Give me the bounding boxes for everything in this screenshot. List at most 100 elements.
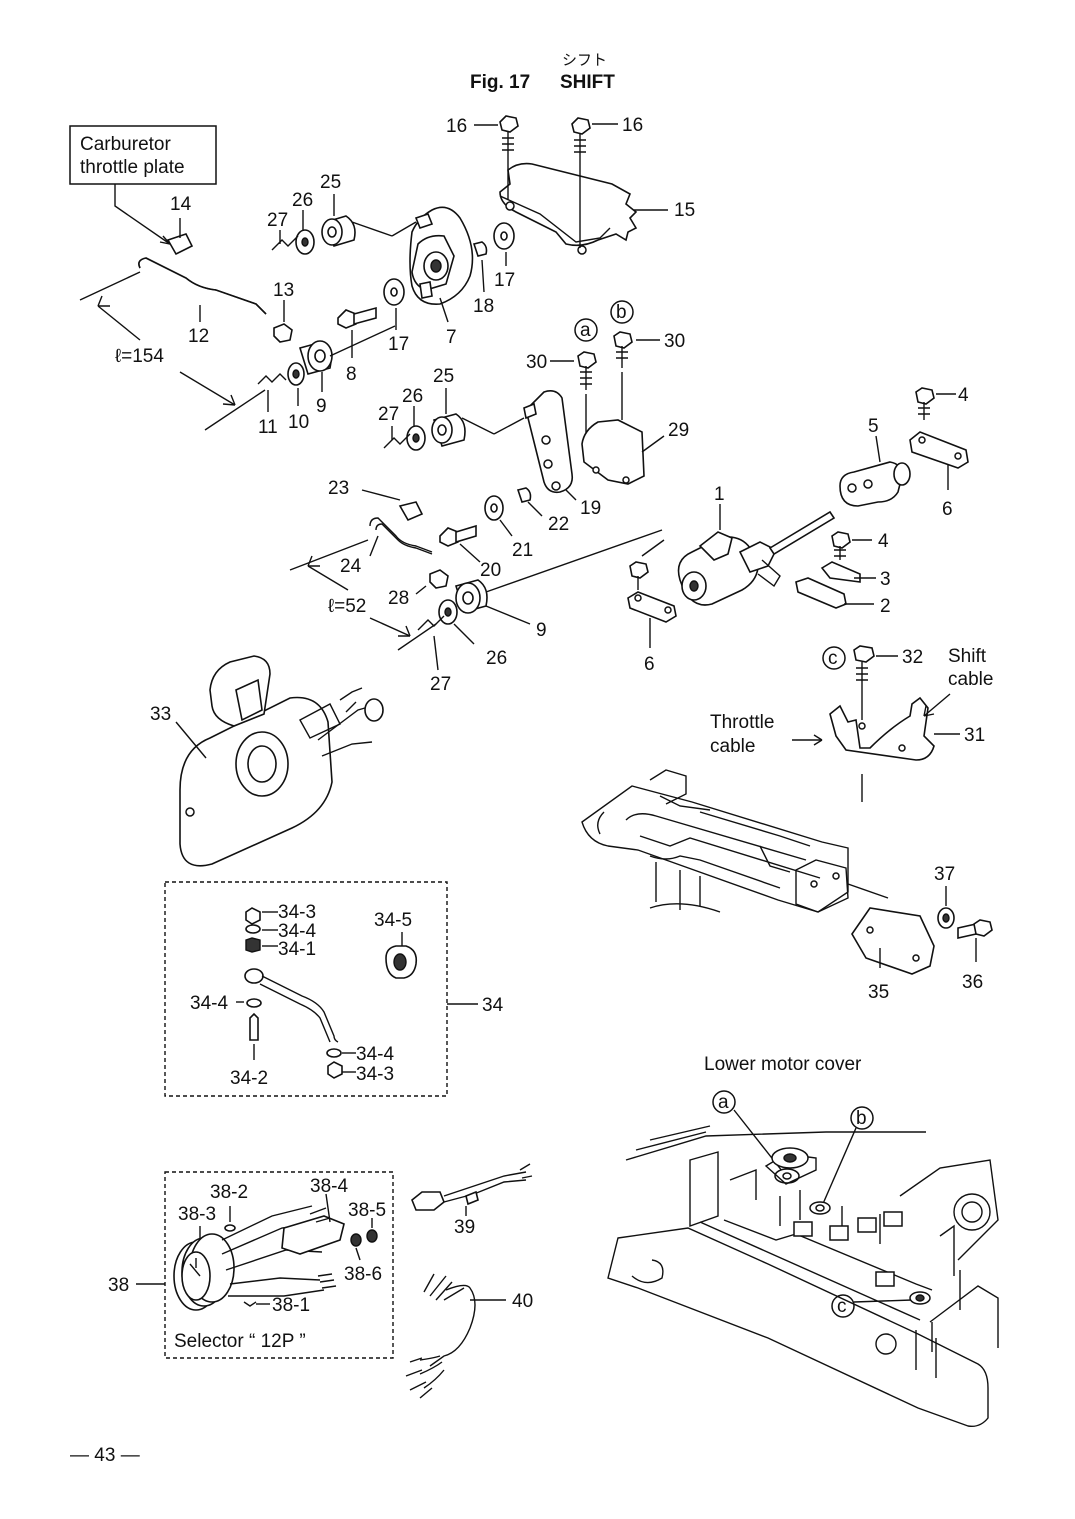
part-18-pin: 18 [472,241,494,317]
svg-text:34-4: 34-4 [356,1044,394,1065]
svg-text:Throttle: Throttle [710,712,774,733]
part-28-nut: 28 [388,569,449,609]
part-20-bolt: 20 [439,524,501,581]
svg-text:a: a [718,1092,729,1113]
part-16-bolt-right: 16 [571,115,643,248]
svg-text:34-3: 34-3 [278,902,316,923]
svg-text:20: 20 [480,560,501,581]
carburetor-note: Carburetor throttle plate [69,125,217,246]
svg-text:30: 30 [526,352,547,373]
svg-text:38-5: 38-5 [348,1200,386,1221]
svg-text:35: 35 [868,982,889,1003]
svg-text:26: 26 [486,648,507,669]
svg-text:throttle plate: throttle plate [80,157,185,178]
svg-text:22: 22 [548,514,569,535]
svg-text:12: 12 [188,326,209,347]
svg-text:b: b [856,1108,867,1129]
svg-text:c: c [837,1296,847,1317]
kit-38-selector: 38-2 38-3 38-4 38-5 38-6 38-1 [173,1176,386,1316]
svg-text:c: c [828,648,838,669]
part-9-collar-lower: 9 [454,529,663,641]
svg-text:1: 1 [714,484,725,505]
svg-text:29: 29 [668,420,689,441]
parts-25-26-27-upper: 25 26 27 [267,172,417,255]
part-13-nut: 13 [273,280,294,343]
svg-text:34-5: 34-5 [374,910,412,931]
svg-text:38-6: 38-6 [344,1264,382,1285]
svg-text:cable: cable [948,669,993,690]
page-title: SHIFT [560,72,615,93]
svg-text:25: 25 [433,366,454,387]
svg-text:28: 28 [388,588,409,609]
svg-text:11: 11 [258,417,278,438]
part-24-rod: 24 [340,517,433,577]
svg-text:6: 6 [942,499,953,520]
part-2-plate: 2 [795,577,891,617]
part-40-harness: 40 [405,1273,533,1399]
part-19-link: 19 [523,390,601,519]
part-16-bolt-left: 16 [446,115,519,200]
svg-text:34-4: 34-4 [278,921,316,942]
svg-text:b: b [616,302,627,323]
svg-text:26: 26 [292,190,313,211]
svg-text:17: 17 [388,334,409,355]
svg-text:15: 15 [674,200,695,221]
svg-text:ℓ=52: ℓ=52 [328,596,366,617]
length-52-dimension: ℓ=52 [289,539,437,651]
part-36-bolt: 36 [957,919,993,993]
svg-text:34-1: 34-1 [278,939,316,960]
svg-text:13: 13 [273,280,294,301]
part-17-washer-left: 17 [383,278,409,355]
svg-text:6: 6 [644,654,655,675]
parts-25-26-27-middle: 25 26 27 [378,366,525,451]
part-21-washer: 21 [484,495,533,561]
svg-text:9: 9 [536,620,547,641]
svg-text:8: 8 [346,364,357,385]
svg-text:10: 10 [288,412,309,433]
svg-text:16: 16 [446,116,467,137]
svg-text:38-1: 38-1 [272,1295,310,1316]
part-5-arm: 5 [839,416,911,507]
svg-text:37: 37 [934,864,955,885]
part-12-rod: 12 [138,257,267,347]
part-4-bolt-lower: 4 [831,531,889,560]
engine-block-upper [581,769,889,913]
part-14-clip: 14 [166,194,194,256]
svg-text:27: 27 [267,210,288,231]
svg-text:ℓ=154: ℓ=154 [115,346,164,367]
kit-34-rod: 34-3 34-4 34-1 34-4 34-2 34-4 34-3 [190,902,394,1089]
svg-text:38: 38 [108,1275,129,1296]
svg-text:2: 2 [880,596,891,617]
svg-text:Carburetor: Carburetor [80,134,171,155]
throttle-cable-note: Throttle cable [710,712,823,757]
circle-a-upper: a [574,318,598,342]
part-10-washer: 10 [287,362,309,433]
part-8-bolt: 8 [337,306,377,385]
title-japanese: シフト [562,51,607,69]
part-1-shift-shaft: 1 [677,484,836,606]
length-154-dimension: ℓ=154 [79,271,266,431]
svg-text:26: 26 [402,386,423,407]
part-15-bracket: 15 [499,162,695,255]
kit-34-5-bushing: 34-5 [374,910,418,979]
svg-text:a: a [580,320,591,341]
svg-text:25: 25 [320,172,341,193]
svg-text:34-3: 34-3 [356,1064,394,1085]
svg-text:Selector “ 12P ”: Selector “ 12P ” [174,1331,306,1352]
circle-c-lower: c [831,1294,913,1318]
svg-text:Shift: Shift [948,646,987,667]
svg-text:34-4: 34-4 [190,993,228,1014]
part-39-harness: 39 [411,1163,533,1238]
kit-38-box: 38 Selector “ 12P ” [108,1171,394,1359]
svg-text:4: 4 [958,385,969,406]
svg-text:4: 4 [878,531,889,552]
svg-text:31: 31 [964,725,985,746]
svg-text:16: 16 [622,115,643,136]
page-number: — 43 — [70,1445,140,1466]
part-11-clip: 11 [257,373,287,438]
svg-text:19: 19 [580,498,601,519]
svg-text:27: 27 [430,674,451,695]
svg-text:36: 36 [962,972,983,993]
part-27-clip-lower: 27 [417,615,451,695]
